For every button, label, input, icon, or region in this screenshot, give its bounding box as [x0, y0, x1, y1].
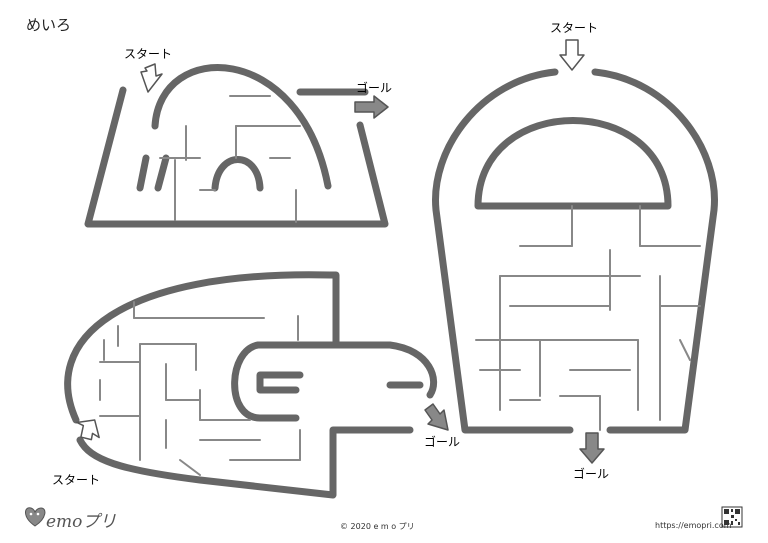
- igloo-door: [211, 156, 264, 192]
- igloo-outer-wall: [84, 86, 389, 228]
- bucket-start-arrow-icon: [559, 39, 585, 71]
- scoop-handle-wall: [231, 341, 340, 422]
- igloo-maze: [84, 63, 389, 228]
- bucket-maze: [432, 39, 718, 464]
- heart-logo-icon: [25, 507, 46, 527]
- scoop-start-label: スタート: [52, 473, 100, 487]
- igloo-inner-wall-b: [154, 154, 170, 192]
- bucket-goal-arrow-icon: [579, 432, 605, 464]
- igloo-dome: [151, 64, 332, 190]
- igloo-goal-arrow-icon: [354, 95, 389, 119]
- igloo-inner-wall-a: [136, 154, 150, 192]
- igloo-corridors: [159, 95, 301, 223]
- bucket-start-label: スタート: [550, 21, 598, 35]
- bucket-handle-left: [432, 68, 574, 434]
- scoop-start-arrow-icon: [76, 419, 100, 441]
- scoop-goal-label: ゴール: [424, 434, 460, 449]
- bucket-goal-label: ゴール: [573, 466, 609, 481]
- bucket-handle-right: [591, 68, 718, 434]
- igloo-start-arrow-icon: [140, 63, 163, 93]
- scoop-maze: [64, 271, 449, 499]
- bucket-inner-arch: [474, 117, 672, 210]
- copyright-text: © 2020 e m o プリ: [340, 522, 415, 531]
- page-title: めいろ: [26, 16, 72, 34]
- scoop-outer-wall: [64, 271, 438, 499]
- igloo-goal-label: ゴール: [356, 80, 392, 95]
- site-url-link[interactable]: https://emopri.com: [655, 521, 732, 530]
- emopri-logo: emoプリ: [46, 512, 117, 532]
- bucket-corridors: [475, 205, 701, 431]
- scoop-inner-wall: [256, 371, 304, 394]
- scoop-corridors: [99, 301, 301, 476]
- scoop-goal-arrow-icon: [424, 403, 449, 431]
- igloo-start-label: スタート: [124, 47, 172, 61]
- qr-code-icon: [721, 506, 743, 528]
